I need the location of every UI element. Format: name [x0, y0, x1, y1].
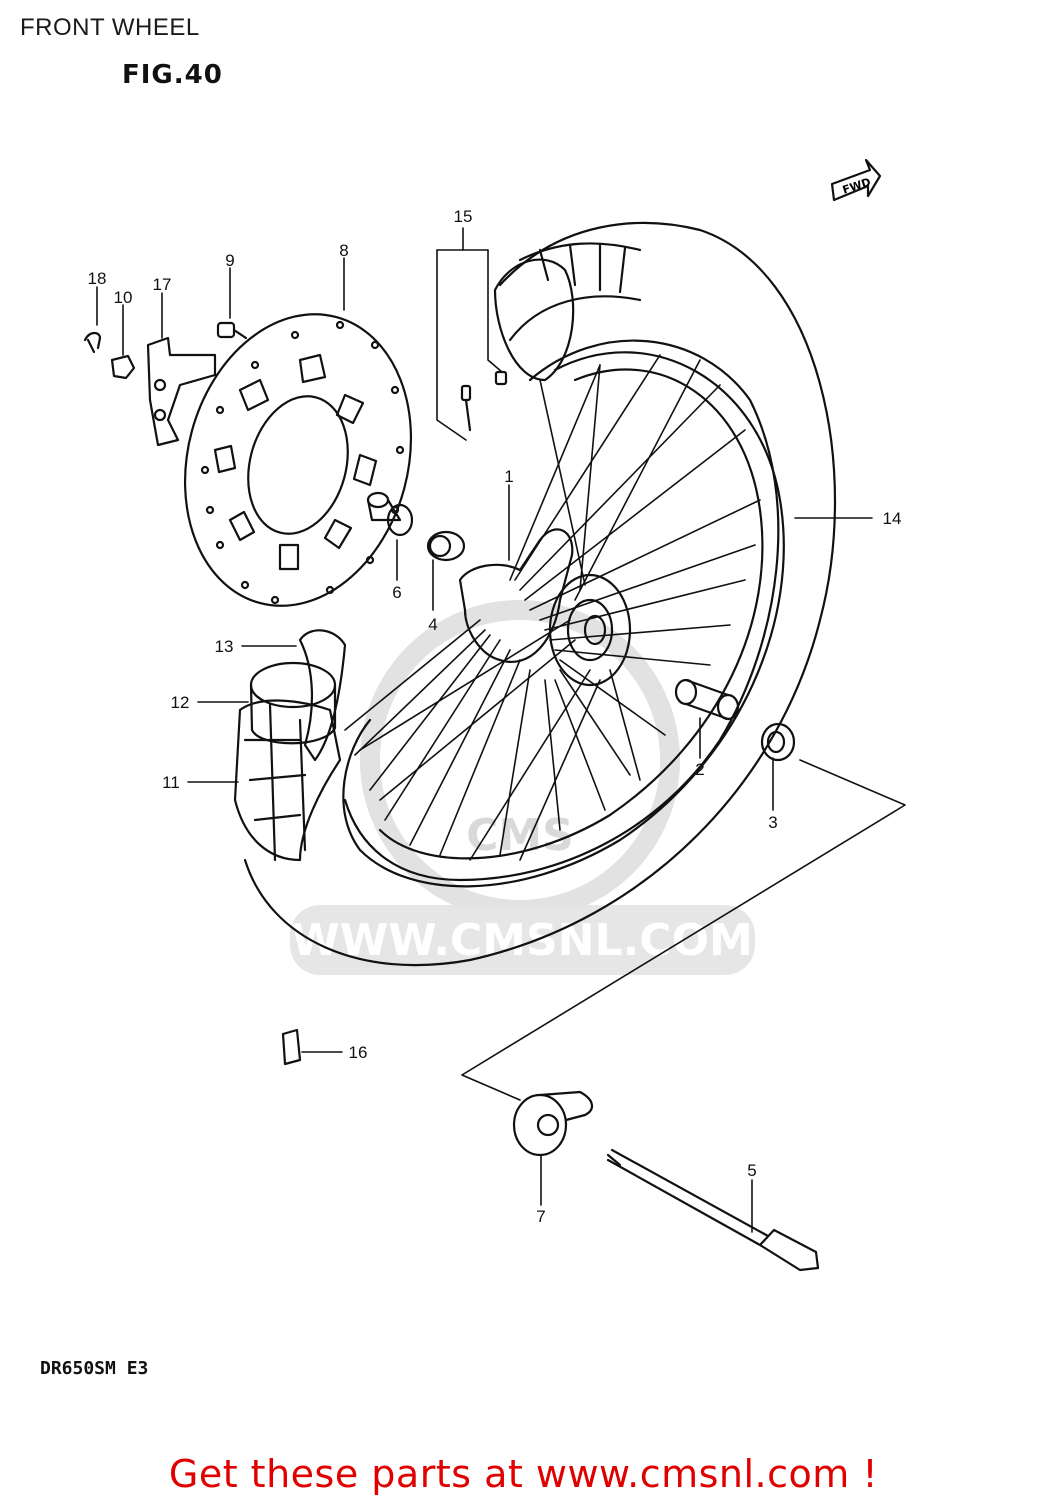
callout-17: 17 — [153, 275, 172, 294]
hub — [458, 528, 632, 687]
model-code: DR650SM E3 — [40, 1358, 149, 1379]
spokes — [344, 354, 761, 861]
callout-5: 5 — [747, 1161, 756, 1180]
rim — [342, 351, 785, 888]
callout-numbers: 1 2 3 4 5 6 7 8 9 10 11 12 13 14 15 16 1… — [88, 207, 902, 1226]
collar-spacer — [366, 491, 414, 537]
cta-link-text[interactable]: Get these parts at www.cmsnl.com ! — [168, 1452, 879, 1496]
tread-block-section — [233, 699, 342, 862]
callout-11: 11 — [162, 773, 180, 792]
page-title: FRONT WHEEL — [20, 14, 200, 41]
cotter-pin — [83, 331, 102, 354]
valve-parts — [460, 370, 508, 432]
callout-1: 1 — [504, 467, 513, 486]
callout-14: 14 — [883, 509, 902, 528]
brake-disc — [183, 313, 413, 607]
watermark-logo: CMS — [466, 810, 574, 861]
callout-10: 10 — [114, 288, 133, 307]
tire — [243, 221, 837, 967]
callout-8: 8 — [339, 241, 348, 260]
spacer-tube — [674, 678, 740, 721]
disc-bolt — [216, 321, 248, 340]
cms-watermark: CMS WWW.CMSNL.COM — [290, 600, 755, 975]
watermark-url: WWW.CMSNL.COM — [291, 915, 753, 966]
callout-16: 16 — [349, 1043, 368, 1062]
callout-18: 18 — [88, 269, 107, 288]
bracket — [146, 336, 217, 447]
fwd-arrow-icon — [830, 158, 882, 202]
callout-9: 9 — [225, 251, 234, 270]
callout-2: 2 — [695, 760, 704, 779]
speedometer-gearbox — [512, 1090, 593, 1157]
callout-12: 12 — [171, 693, 190, 712]
inner-tube — [249, 661, 337, 745]
front-axle — [606, 1148, 820, 1272]
callout-4: 4 — [428, 615, 437, 634]
bearing-left — [426, 530, 466, 562]
valve-cap — [281, 1028, 302, 1066]
castle-nut — [110, 354, 136, 380]
callout-6: 6 — [392, 583, 401, 602]
figure-number: FIG.40 — [122, 60, 223, 90]
callout-15: 15 — [454, 207, 473, 226]
rim-band — [298, 629, 347, 762]
leader-lines — [96, 227, 906, 1233]
bearing-right — [760, 722, 796, 762]
callout-3: 3 — [768, 813, 777, 832]
callout-13: 13 — [215, 637, 234, 656]
callout-7: 7 — [536, 1207, 545, 1226]
